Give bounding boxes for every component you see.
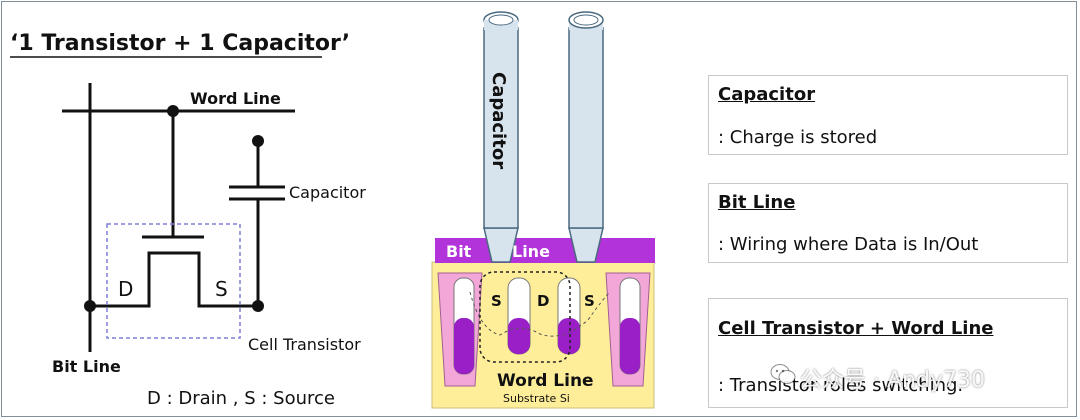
capacitor-label: Capacitor [289,183,366,202]
bit-line-label: Bit Line [52,357,121,376]
right-capacitor-hole [573,14,599,26]
line-label: Line [512,242,550,261]
circuit-schematic [62,83,295,352]
word-line-section-label: Word Line [497,371,594,391]
transistor-channel [90,251,258,308]
trench-1-fill [454,318,474,374]
bit-line-legend-desc: : Wiring where Data is In/Out [718,234,979,255]
word-line-node [167,105,179,117]
source-terminal-2: S [584,292,595,310]
watermark: 公众号 · Andy730 [800,368,985,393]
cell-outline [479,271,571,363]
capacitor-vertical-label: Capacitor [488,72,509,169]
terminal-legend: D : Drain , S : Source [147,388,335,409]
source-terminal-1: S [491,292,502,310]
drain-label: D [118,277,133,301]
cell-transistor-legend-desc: : Transistor roles switching. [718,375,964,396]
source-node [252,300,264,312]
cell-transistor-label: Cell Transistor [248,335,361,354]
bit-line-band [435,238,655,263]
left-capacitor-hole [488,14,514,26]
drain-terminal: D [537,292,549,310]
bit-line-legend-title: Bit Line [718,192,796,213]
trench-4-fill [620,318,640,374]
trench-2-fill [508,318,530,354]
bit-line-legend-box: Bit Line : Wiring where Data is In/Out [708,183,1068,263]
source-label: S [215,277,228,301]
wechat-icon [770,364,796,384]
capacitor-legend-title: Capacitor [718,84,816,105]
cell-transistor-legend-box: Cell Transistor + Word Line : Transistor… [708,298,1068,408]
bit-label: Bit [446,242,472,261]
substrate-label: Substrate Si [503,392,570,405]
right-capacitor-tube [568,27,604,229]
capacitor-terminal-node [252,135,264,147]
diagram-title: ‘1 Transistor + 1 Capacitor’ [10,31,350,56]
left-capacitor-tube [483,27,519,229]
cell-transistor-box [106,223,241,339]
word-line-label: Word Line [190,89,281,108]
cell-transistor-legend-title: Cell Transistor + Word Line [718,318,994,339]
capacitor-legend-box: Capacitor : Charge is stored [708,75,1068,155]
bit-line-node [84,300,96,312]
trench-3-fill [558,318,580,354]
cross-section [431,11,655,409]
capacitor-legend-desc: : Charge is stored [718,127,878,148]
junction-boundary [469,291,611,337]
